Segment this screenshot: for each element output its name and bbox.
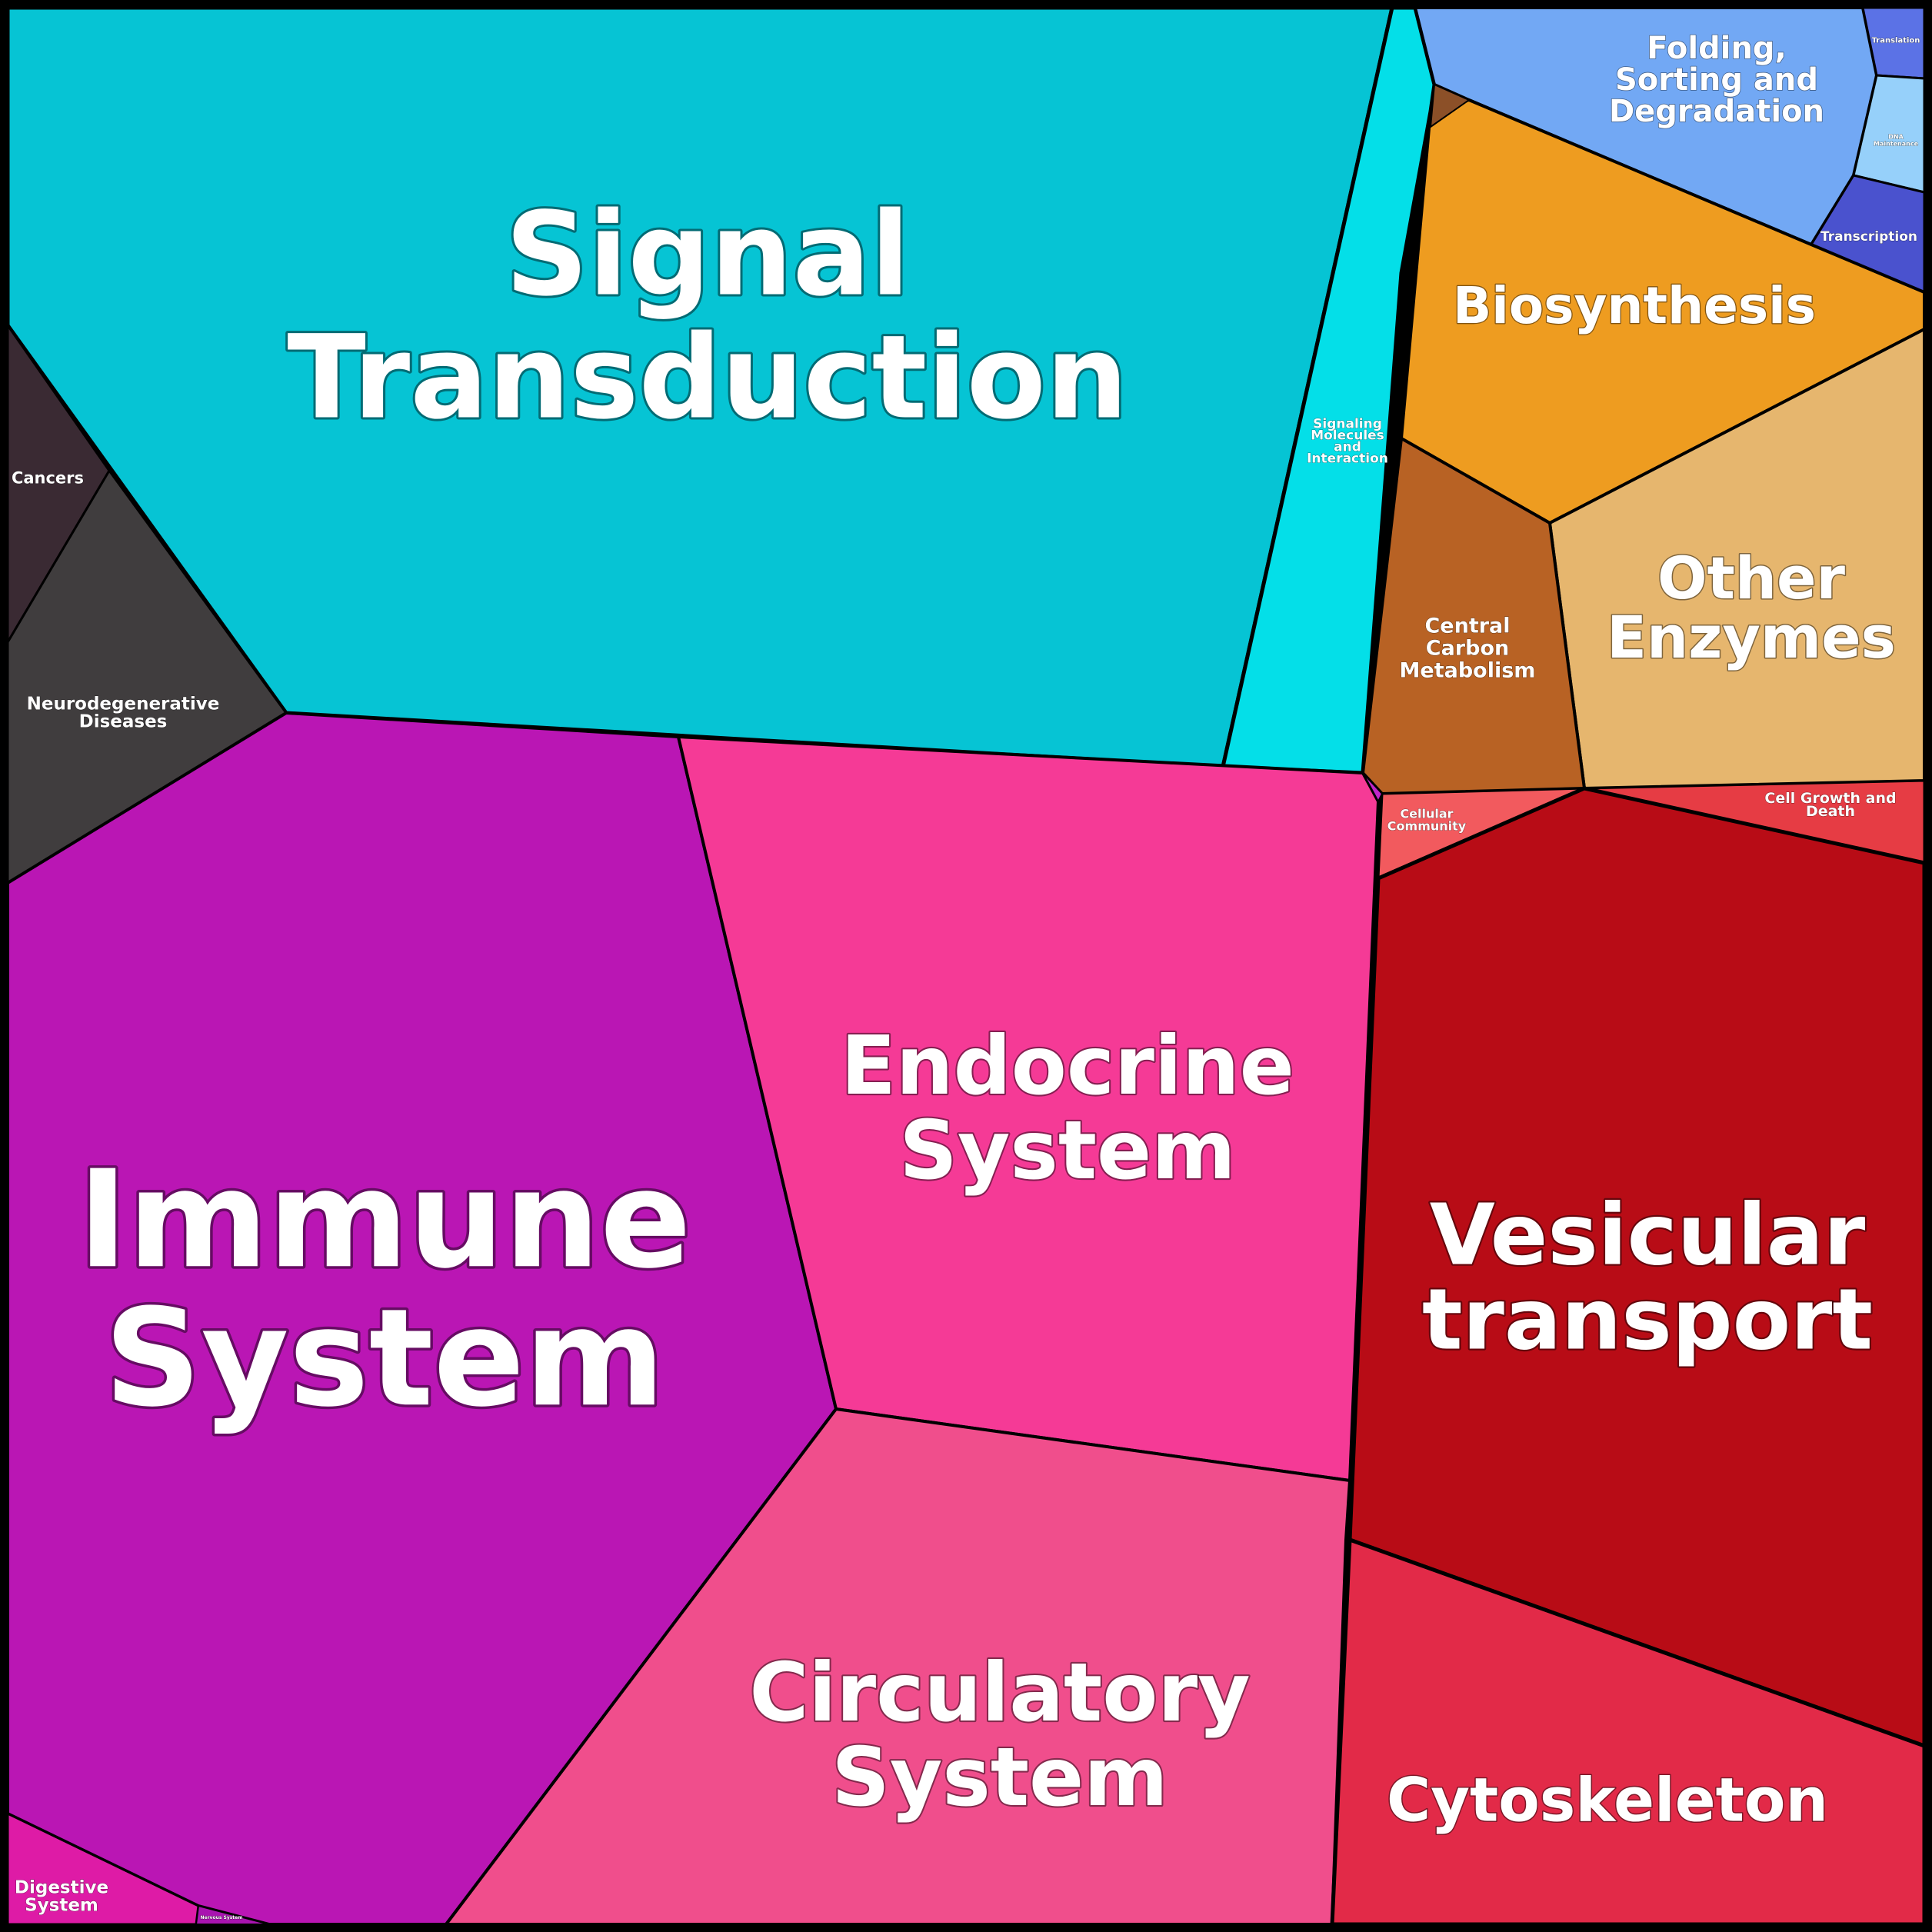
label-line: Neurodegenerative [27, 695, 220, 715]
label-line: Degradation [1609, 94, 1824, 129]
label-line: Cell Growth and [1764, 790, 1896, 807]
label-line: Vesicular [1430, 1186, 1866, 1284]
label-line: Other [1657, 544, 1846, 612]
label-line: System [25, 1896, 98, 1916]
label-line: Endocrine [841, 1019, 1294, 1113]
label-line: Sorting and [1615, 62, 1818, 98]
label-transcription: Transcription [1820, 229, 1917, 245]
label-line: Cytoskeleton [1387, 1766, 1828, 1835]
label-line: System [831, 1730, 1168, 1824]
label-nervous-system: Nervous System [200, 1915, 242, 1920]
label-biosynthesis: Biosynthesis [1453, 276, 1816, 335]
cell-sliver-purple [1362, 772, 1383, 802]
label-line: Maintenance [1874, 140, 1919, 147]
label-translation: Translation [1872, 37, 1920, 45]
label-line: Cellular [1400, 807, 1453, 821]
label-line: System [899, 1104, 1235, 1198]
label-line: Central [1424, 614, 1510, 638]
label-line: Circulatory [749, 1646, 1250, 1740]
label-line: Enzymes [1607, 603, 1896, 671]
label-line: Death [1806, 803, 1855, 820]
label-line: Community [1387, 819, 1467, 834]
label-line: Metabolism [1400, 658, 1536, 682]
label-line: Cancers [12, 468, 84, 487]
label-line: Diseases [79, 712, 168, 732]
label-line: and [1334, 439, 1361, 455]
label-line: Nervous System [200, 1915, 242, 1920]
label-line: Translation [1872, 37, 1920, 45]
label-line: DNA [1888, 133, 1904, 140]
label-line: Folding, [1647, 31, 1787, 66]
label-line: Carbon [1426, 636, 1509, 660]
label-cytoskeleton: Cytoskeleton [1387, 1766, 1828, 1835]
label-line: Immune [78, 1142, 691, 1298]
label-cancers: Cancers [12, 468, 84, 487]
label-line: Molecules [1311, 428, 1384, 443]
label-line: Interaction [1307, 451, 1388, 466]
label-line: Signal [505, 188, 910, 322]
cell-endocrine-system [677, 735, 1380, 1482]
label-line: Biosynthesis [1453, 276, 1816, 335]
label-line: Digestive [15, 1878, 108, 1898]
cell-sliver-brown [1430, 84, 1470, 128]
label-line: Transduction [287, 311, 1128, 445]
label-line: Transcription [1820, 229, 1917, 245]
label-line: Signaling [1313, 416, 1382, 431]
label-line: transport [1422, 1271, 1873, 1369]
label-line: System [105, 1281, 665, 1437]
